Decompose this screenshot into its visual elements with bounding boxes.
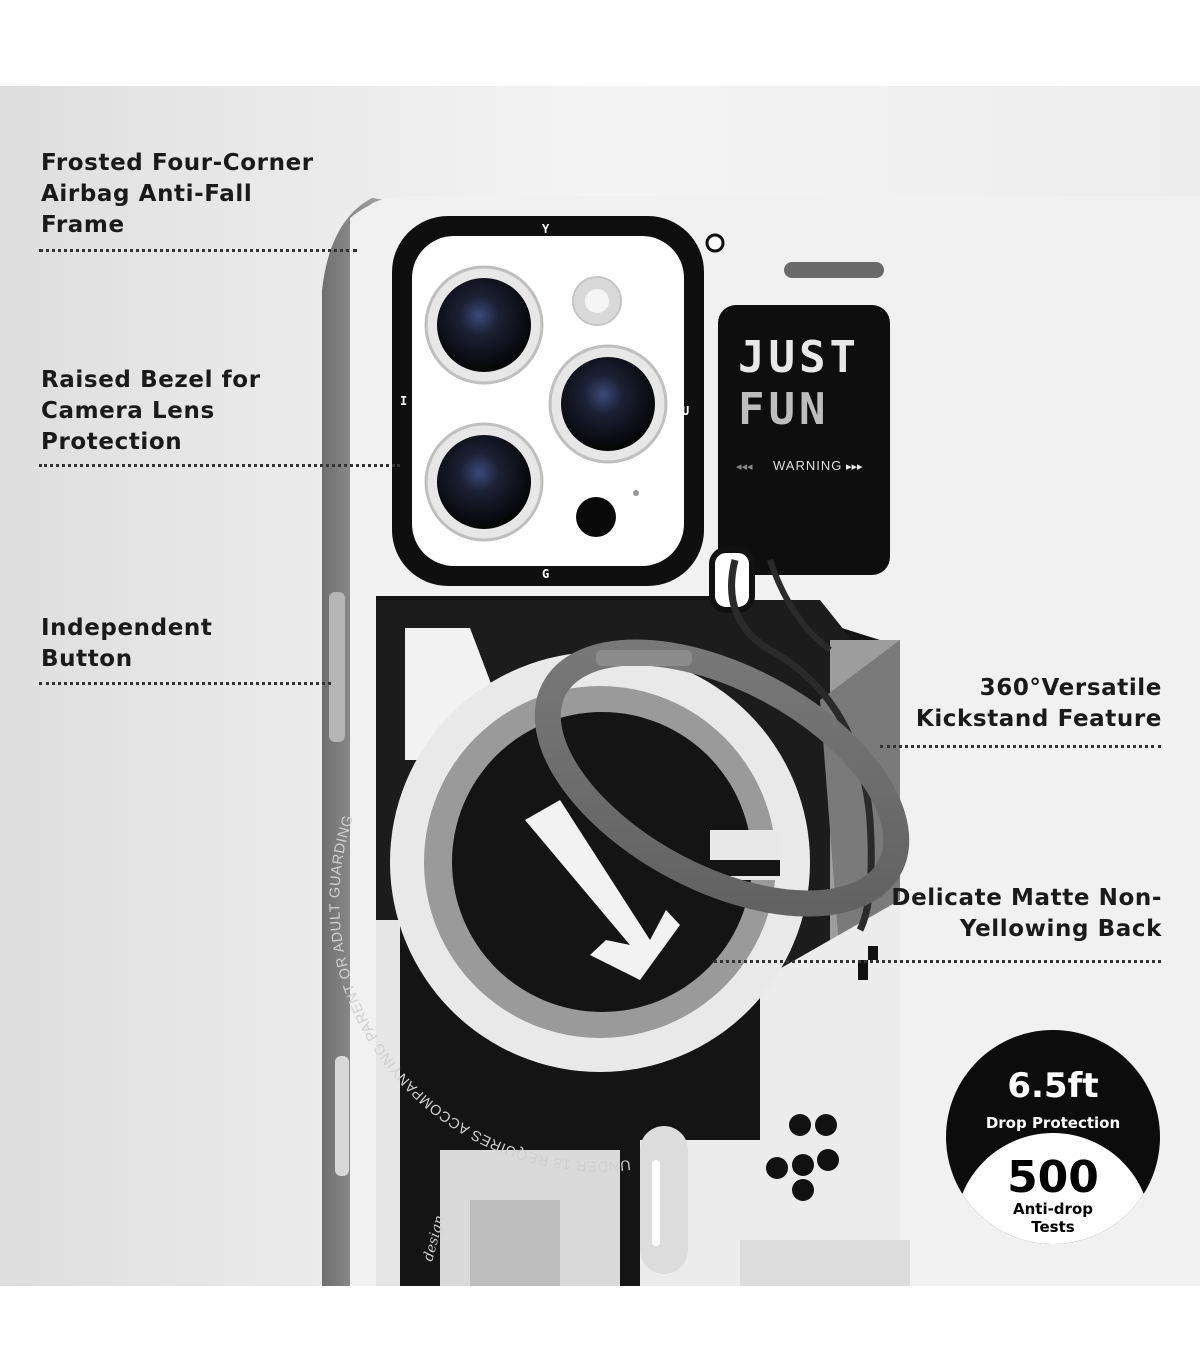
- callout-frame-line: Frame: [41, 212, 125, 238]
- bezel-letter: U: [682, 404, 689, 418]
- callout-button: Independent Button: [41, 613, 361, 675]
- callout-bezel: Raised Bezel for Camera Lens Protection: [41, 365, 361, 458]
- badge-height-caption: Drop Protection: [985, 1114, 1121, 1132]
- svg-text:▸▸▸: ▸▸▸: [846, 460, 863, 473]
- callout-frame: Frosted Four-Corner Airbag Anti-Fall Fra…: [41, 148, 361, 241]
- callout-frame-line: Frosted Four-Corner: [41, 150, 314, 176]
- callout-kickstand-line: 360°Versatile: [979, 675, 1162, 701]
- leader-bezel: [39, 464, 400, 467]
- decor-dots: [766, 1114, 839, 1201]
- badge-tests-caption-1: Anti-drop: [1012, 1200, 1093, 1218]
- kickstand-ring: [534, 639, 910, 917]
- badge-tests: 500: [1007, 1152, 1099, 1203]
- leader-kickstand: [880, 745, 1161, 748]
- bezel-letter: K: [427, 532, 435, 546]
- callout-button-line: Button: [41, 646, 133, 672]
- badge-tests-caption-2: Tests: [1031, 1218, 1075, 1236]
- callout-kickstand: 360°Versatile Kickstand Feature: [860, 673, 1162, 735]
- case-side-button: [329, 592, 345, 742]
- drop-protection-badge: 6.5ft Drop Protection 500 Anti-drop Test…: [946, 1030, 1160, 1244]
- case-print-fun: FUN: [738, 384, 829, 435]
- leader-back: [714, 960, 1161, 963]
- callout-bezel-line: Raised Bezel for: [41, 367, 261, 393]
- bezel-letter: N: [653, 542, 660, 556]
- callout-button-line: Independent: [41, 615, 213, 641]
- bezel-letter: Y: [542, 222, 550, 236]
- leader-frame: [39, 249, 357, 252]
- bezel-letter: T: [427, 247, 434, 261]
- case-print-just: JUST: [738, 332, 860, 383]
- phone-case-illustration: JUST FUN WARNING ◂◂◂ ▸▸▸ T Y O U N G K I…: [322, 196, 1200, 1286]
- case-print-warning: WARNING: [773, 458, 842, 473]
- callout-frame-line: Airbag Anti-Fall: [41, 181, 253, 207]
- callout-bezel-line: Camera Lens: [41, 398, 215, 424]
- callout-back: Delicate Matte Non- Yellowing Back: [860, 883, 1162, 945]
- callout-back-line: Delicate Matte Non-: [891, 885, 1162, 911]
- callout-back-line: Yellowing Back: [959, 916, 1162, 942]
- bezel-letter: I: [400, 394, 407, 408]
- leader-button: [39, 682, 331, 685]
- bezel-letter: O: [654, 261, 661, 275]
- svg-text:◂◂◂: ◂◂◂: [736, 460, 753, 473]
- callout-bezel-line: Protection: [41, 429, 183, 455]
- badge-height: 6.5ft: [1007, 1066, 1099, 1106]
- bezel-letter: G: [542, 567, 549, 581]
- product-scene: JUST FUN WARNING ◂◂◂ ▸▸▸ T Y O U N G K I…: [0, 86, 1200, 1286]
- callout-kickstand-line: Kickstand Feature: [915, 706, 1162, 732]
